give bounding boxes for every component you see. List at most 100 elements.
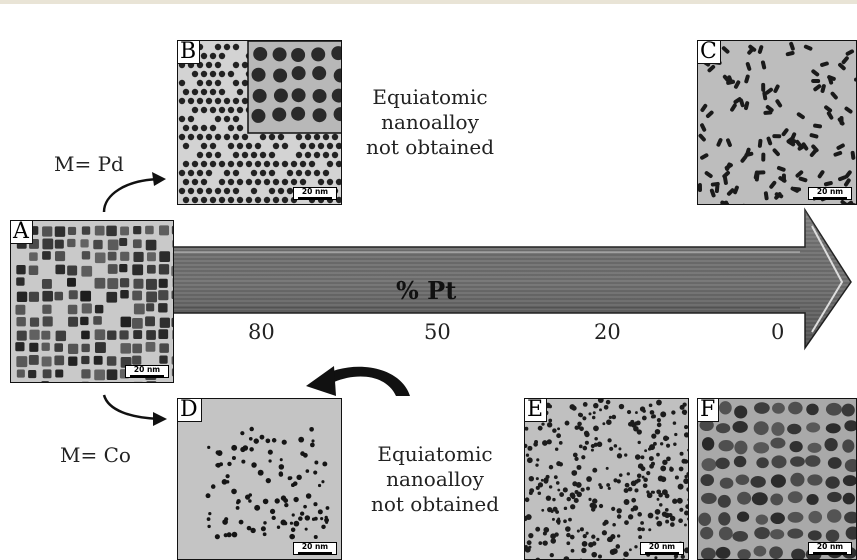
- particle: [259, 151, 267, 159]
- particle: [200, 106, 208, 114]
- particle: [317, 178, 325, 186]
- particle: [535, 557, 541, 559]
- particle: [107, 330, 117, 340]
- particle: [191, 160, 199, 168]
- particle: [817, 170, 825, 179]
- particle: [250, 187, 258, 195]
- particle: [616, 514, 622, 519]
- particle: [15, 342, 25, 352]
- particle: [227, 196, 235, 204]
- particle: [191, 70, 199, 78]
- particle: [576, 464, 582, 470]
- particle: [833, 150, 843, 157]
- particle: [656, 452, 660, 457]
- particle: [669, 515, 676, 522]
- tem-panel-b: B 20 nm: [177, 40, 342, 205]
- particle: [253, 46, 268, 61]
- particle: [536, 458, 540, 462]
- particle: [304, 133, 312, 141]
- particle: [244, 494, 251, 500]
- particle: [281, 439, 287, 445]
- particle: [770, 529, 785, 540]
- particle: [240, 431, 245, 436]
- particle: [660, 411, 667, 418]
- particle: [838, 62, 846, 71]
- particle: [263, 196, 271, 204]
- particle: [640, 455, 645, 460]
- particle: [586, 476, 592, 482]
- particle: [715, 423, 731, 434]
- particle: [241, 133, 249, 141]
- particle: [249, 447, 254, 452]
- particle: [331, 133, 339, 141]
- particle: [701, 437, 715, 451]
- particle: [606, 419, 612, 425]
- particle: [260, 526, 266, 532]
- particle: [29, 342, 39, 352]
- particle: [672, 498, 678, 504]
- particle: [634, 411, 638, 415]
- particle: [657, 475, 664, 482]
- particle: [299, 142, 307, 150]
- particle: [808, 510, 823, 524]
- particle: [80, 290, 92, 302]
- particle: [641, 415, 647, 421]
- particle: [42, 226, 53, 237]
- particle: [715, 457, 730, 470]
- particle: [249, 426, 254, 432]
- particle: [705, 110, 714, 119]
- particle: [158, 264, 170, 275]
- particle: [579, 426, 584, 431]
- particle: [259, 169, 267, 177]
- particle: [592, 411, 596, 415]
- particle: [172, 240, 173, 248]
- particle: [700, 474, 714, 487]
- particle: [640, 466, 646, 472]
- particle: [542, 531, 547, 536]
- particle: [588, 541, 594, 548]
- particle: [659, 503, 663, 507]
- particle: [577, 412, 583, 417]
- particle: [563, 519, 567, 524]
- particle: [772, 134, 782, 139]
- particle: [687, 448, 688, 452]
- particle: [16, 277, 25, 286]
- particle: [827, 457, 842, 469]
- particle: [830, 91, 838, 100]
- particle: [612, 523, 616, 527]
- particle: [16, 291, 28, 302]
- particle: [598, 483, 602, 487]
- particle: [259, 133, 267, 141]
- particle: [807, 474, 823, 486]
- particle: [718, 526, 733, 541]
- particle: [845, 49, 855, 56]
- particle: [287, 476, 292, 481]
- particle: [132, 355, 142, 365]
- particle: [171, 265, 173, 277]
- particle: [525, 515, 528, 522]
- particle: [593, 402, 599, 409]
- particle: [686, 472, 688, 476]
- particle: [209, 88, 217, 96]
- particle: [106, 225, 117, 237]
- tick-20: 20: [594, 320, 621, 344]
- particle: [776, 165, 786, 172]
- particle: [182, 196, 190, 204]
- particle: [642, 483, 648, 489]
- particle: [218, 178, 226, 186]
- particle: [191, 124, 199, 132]
- particle: [825, 529, 840, 543]
- particle: [806, 494, 819, 505]
- particle: [210, 484, 216, 489]
- particle: [629, 548, 632, 552]
- particle: [94, 225, 105, 236]
- particle: [558, 462, 564, 467]
- particle: [797, 144, 806, 151]
- particle: [811, 78, 821, 84]
- particle: [732, 530, 749, 542]
- particle: [719, 477, 734, 489]
- particle: [745, 147, 751, 157]
- particle: [827, 75, 834, 85]
- particle: [579, 527, 584, 532]
- particle: [267, 449, 273, 455]
